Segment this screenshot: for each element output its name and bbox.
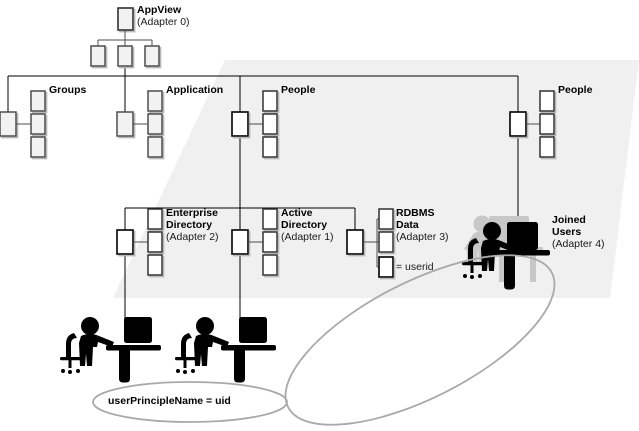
node-rdbms-data[interactable] xyxy=(346,208,394,278)
user-at-computer-icon-right xyxy=(175,317,276,383)
label-application: Application xyxy=(166,84,224,96)
node-people-right[interactable] xyxy=(509,90,555,158)
label-enterprise-directory-1: Enterprise xyxy=(166,207,218,219)
join-relationship-ellipses xyxy=(92,254,556,426)
node-enterprise-directory[interactable] xyxy=(116,208,163,276)
label-rdbms-2: Data xyxy=(396,219,419,231)
label-people-right: People xyxy=(558,84,593,96)
node-appview[interactable] xyxy=(90,7,160,67)
node-active-directory[interactable] xyxy=(231,208,278,276)
label-active-directory-1: Active xyxy=(281,207,313,219)
user-at-computer-icon-left xyxy=(60,317,161,383)
label-rdbms-adapter: (Adapter 3) xyxy=(396,231,449,243)
label-joined-users-1: Joined xyxy=(552,214,586,226)
label-active-directory-2: Directory xyxy=(281,219,328,231)
annotation-userid-match: = userid xyxy=(396,261,434,273)
label-appview: AppView xyxy=(137,4,182,16)
joined-user-at-computer-icon xyxy=(462,215,550,290)
label-rdbms-1: RDBMS xyxy=(396,207,435,219)
label-groups: Groups xyxy=(49,84,87,96)
tree-connectors xyxy=(7,58,519,318)
label-joined-users-adapter: (Adapter 4) xyxy=(552,238,605,250)
userid-join-ellipse xyxy=(284,254,556,426)
node-groups[interactable] xyxy=(0,90,46,158)
label-enterprise-directory-2: Directory xyxy=(166,219,213,231)
label-appview-adapter: (Adapter 0) xyxy=(137,16,190,28)
label-people-left: People xyxy=(281,84,316,96)
upn-uid-join-ellipse xyxy=(92,381,288,423)
node-application[interactable] xyxy=(116,90,163,158)
annotation-join-rule: userPrincipleName = uid xyxy=(108,395,231,407)
label-enterprise-directory-adapter: (Adapter 2) xyxy=(166,231,219,243)
label-active-directory-adapter: (Adapter 1) xyxy=(281,231,334,243)
node-people-left[interactable] xyxy=(231,90,278,158)
label-joined-users-2: Users xyxy=(552,226,582,238)
